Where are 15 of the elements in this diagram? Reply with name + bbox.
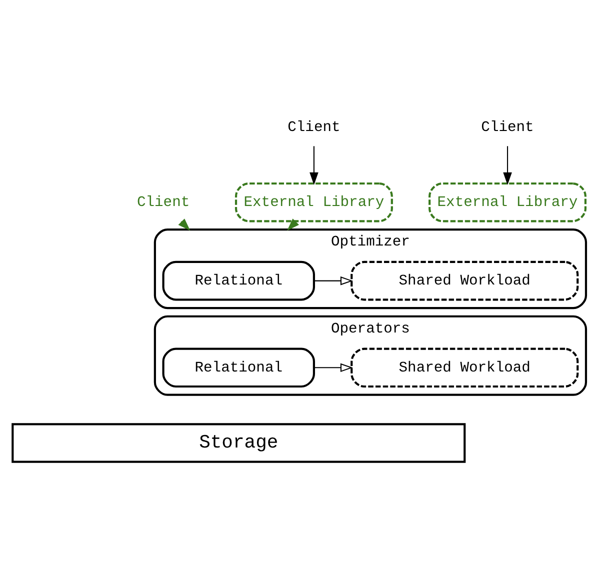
arrow (314, 362, 354, 372)
arrow (314, 276, 354, 285)
node-box: Storage (12, 422, 466, 462)
arrow (503, 146, 512, 184)
node-text: Client (136, 194, 190, 211)
node-box: External Library (428, 182, 586, 222)
node-box: Relational (162, 260, 315, 300)
arrow (178, 218, 190, 230)
node-box: Shared Workload (350, 260, 579, 300)
node-text: Client (288, 119, 340, 136)
node-text: Client (481, 119, 534, 136)
arrow (310, 146, 318, 184)
arrow (287, 218, 300, 230)
node-box: Relational (162, 347, 315, 388)
node-box: Shared Workload (350, 347, 579, 388)
